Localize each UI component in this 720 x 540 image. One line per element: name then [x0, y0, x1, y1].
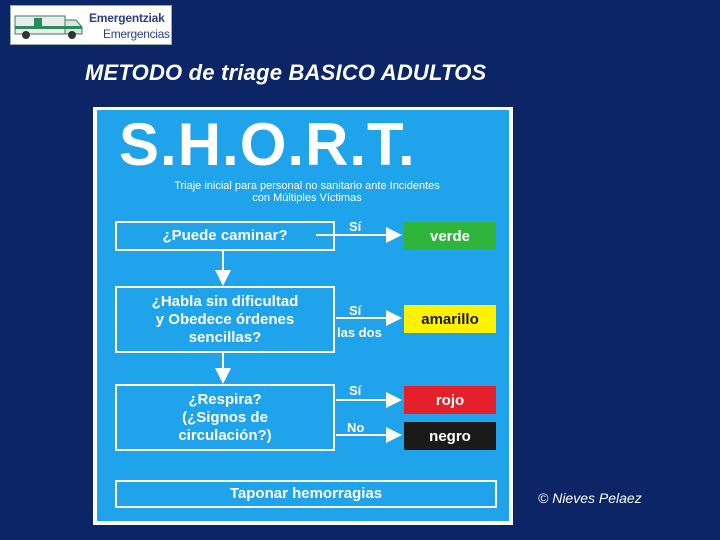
logo-line1: Emergentziak [89, 11, 165, 25]
label-si-1: Sí [349, 219, 362, 234]
label-si-2: Sí [349, 303, 362, 318]
question-breath: ¿Respira? (¿Signos de circulación?) [115, 384, 335, 451]
result-verde: verde [404, 222, 496, 250]
result-amarillo: amarillo [404, 305, 496, 333]
short-heading: S.H.O.R.T. [119, 111, 416, 178]
ambulance-icon [14, 15, 83, 39]
hemorrhage-box: Taponar hemorragias [115, 480, 497, 508]
logo-line2: Emergencias [103, 27, 170, 41]
label-las-dos: las dos [337, 325, 382, 340]
label-si-3: Sí [349, 383, 362, 398]
copyright-text: © Nieves Pelaez [538, 490, 642, 506]
triage-diagram: S.H.O.R.T. Triaje inicial para personal … [93, 107, 513, 525]
result-rojo: rojo [404, 386, 496, 414]
emergency-logo: Emergentziak Emergencias [10, 5, 172, 45]
question-walk: ¿Puede caminar? [115, 221, 335, 251]
flow-arrows [215, 227, 402, 443]
label-no: No [347, 420, 365, 435]
q2-line1: ¿Habla sin dificultad [151, 292, 299, 310]
q2-line3: sencillas? [188, 328, 262, 346]
subtitle-line2: con Múltiples Víctimas [252, 192, 362, 204]
question-speak: ¿Habla sin dificultad y Obedece órdenes … [115, 286, 335, 353]
q2-line2: y Obedece órdenes [155, 310, 295, 328]
subtitle-line1: Triaje inicial para personal no sanitari… [174, 180, 440, 192]
diagram-subtitle: Triaje inicial para personal no sanitari… [117, 180, 497, 204]
slide-title: METODO de triage BASICO ADULTOS [85, 60, 487, 85]
result-negro: negro [404, 422, 496, 450]
q3-line1: ¿Respira? [188, 390, 262, 408]
q3-line2: (¿Signos de [182, 408, 268, 426]
q3-line3: circulación?) [178, 426, 272, 444]
